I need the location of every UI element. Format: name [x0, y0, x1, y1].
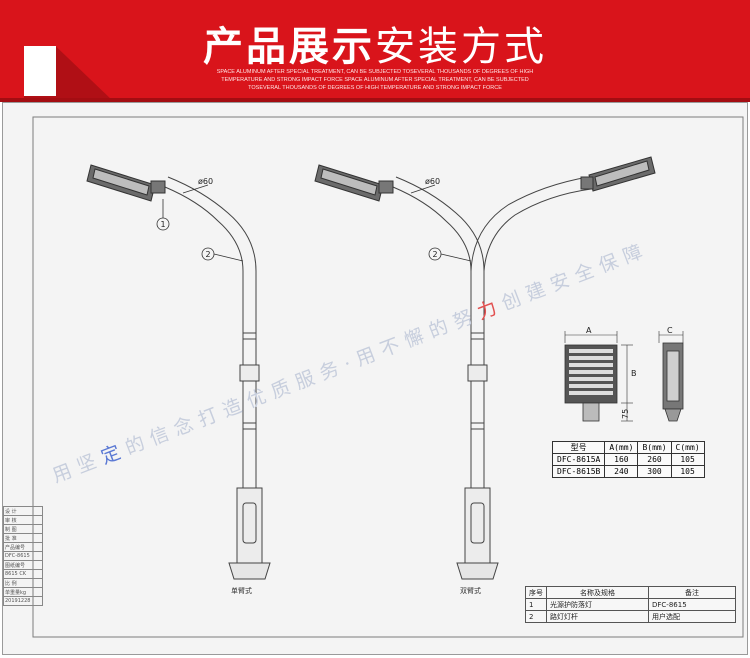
drawing-frame: 1 2 ø60 2 ø6	[2, 102, 748, 655]
spec-table: 型号 A(mm) B(mm) C(mm) DFC-8615A 160 260 1…	[551, 441, 705, 478]
lamp-side-view	[662, 342, 684, 422]
table-row: DFC-8615A 160 260 105	[551, 453, 705, 466]
banner-title-light: 安装方式	[375, 24, 547, 70]
parts-table: 序号 名称及规格 备注 1 光源护防落灯 DFC-8615 2 路灯灯杆 用户选…	[525, 586, 736, 623]
table-row: 2 路灯灯杆 用户选配	[525, 610, 736, 623]
table-cell: DFC-8615	[648, 598, 736, 611]
table-cell: 路灯灯杆	[546, 610, 649, 623]
table-cell: 300	[637, 465, 672, 478]
banner-subtitle-line: TOSEVERAL THOUSANDS OF DEGREES OF HIGH T…	[248, 85, 502, 91]
table-cell: 2	[525, 610, 547, 623]
banner-subtitle-line: SPACE ALUMINUM AFTER SPECIAL TREATMENT, …	[216, 69, 534, 75]
caption-double-arm: 双臂式	[460, 587, 481, 595]
table-cell: 240	[604, 465, 639, 478]
title-block-row: 单重量kg	[3, 587, 43, 597]
table-header-cell: 型号	[551, 441, 606, 454]
single-callout-1: 1	[161, 220, 166, 229]
dim-a: A	[586, 326, 592, 335]
table-header-cell: A(mm)	[604, 441, 639, 454]
double-arm-lamp-right	[580, 156, 656, 192]
double-arm-pole	[392, 176, 592, 580]
single-callout-2: 2	[206, 250, 211, 259]
title-block-row: 图纸编号	[3, 560, 43, 570]
table-header-cell: 备注	[648, 586, 736, 599]
table-header-cell: 名称及规格	[546, 586, 649, 599]
double-arm-callouts	[410, 184, 472, 262]
title-block-row: 制 图	[3, 524, 43, 534]
table-cell: 光源护防落灯	[546, 598, 649, 611]
title-block-row: DFC-8615	[3, 551, 43, 561]
single-arm-pole	[164, 176, 271, 580]
table-cell: 1	[525, 598, 547, 611]
title-block-row: 8615 CK	[3, 569, 43, 579]
dim-b: B	[631, 369, 637, 378]
title-block-row: 审 核	[3, 515, 43, 525]
title-block-row: 比 例	[3, 578, 43, 588]
banner-subtitle-line: TEMPERATURE AND STRONG IMPACT FORCE SPAC…	[221, 77, 529, 83]
engineering-drawing: 1 2 ø60 2 ø6	[32, 116, 744, 638]
table-cell: 105	[670, 465, 705, 478]
table-cell: 260	[637, 453, 672, 466]
badge-square	[24, 46, 56, 96]
lamp-front-view	[564, 344, 618, 422]
table-cell: 用户选配	[648, 610, 736, 623]
title-block-row: 产品编号	[3, 542, 43, 552]
title-block-row: 20191228	[3, 596, 43, 606]
banner-subtitle: SPACE ALUMINUM AFTER SPECIAL TREATMENT, …	[200, 68, 550, 92]
single-arm-callouts	[156, 184, 244, 262]
header-banner: 产品展示安装方式 SPACE ALUMINUM AFTER SPECIAL TR…	[0, 0, 750, 102]
table-cell: DFC-8615B	[551, 465, 606, 478]
double-callout-2: 2	[433, 250, 438, 259]
table-header-cell: C(mm)	[670, 441, 705, 454]
caption-single-arm: 单臂式	[231, 587, 252, 595]
dim-c: C	[667, 326, 673, 335]
table-cell: DFC-8615A	[551, 453, 606, 466]
table-header-cell: 序号	[525, 586, 547, 599]
title-block-row: 批 准	[3, 533, 43, 543]
table-cell: 105	[670, 453, 705, 466]
table-row: DFC-8615B 240 300 105	[551, 465, 705, 478]
single-diameter: ø60	[198, 177, 213, 186]
double-arm-lamp-left	[314, 164, 394, 202]
table-cell: 160	[604, 453, 639, 466]
title-block: 设 计 审 核 制 图 批 准 产品编号 DFC-8615 图纸编号 8615 …	[3, 506, 43, 606]
banner-strip	[0, 98, 750, 102]
table-row: 1 光源护防落灯 DFC-8615	[525, 598, 736, 611]
banner-title: 产品展示安装方式	[0, 14, 750, 72]
table-header-cell: B(mm)	[637, 441, 672, 454]
banner-title-bold: 产品展示	[203, 24, 375, 70]
lamp-dimension-lines	[564, 331, 684, 422]
single-arm-lamp	[86, 164, 166, 202]
title-block-row: 设 计	[3, 506, 43, 516]
double-diameter: ø60	[425, 177, 440, 186]
table-header-row: 序号 名称及规格 备注	[525, 586, 736, 599]
table-header-row: 型号 A(mm) B(mm) C(mm)	[551, 441, 705, 454]
dim-75: 75	[621, 409, 630, 419]
